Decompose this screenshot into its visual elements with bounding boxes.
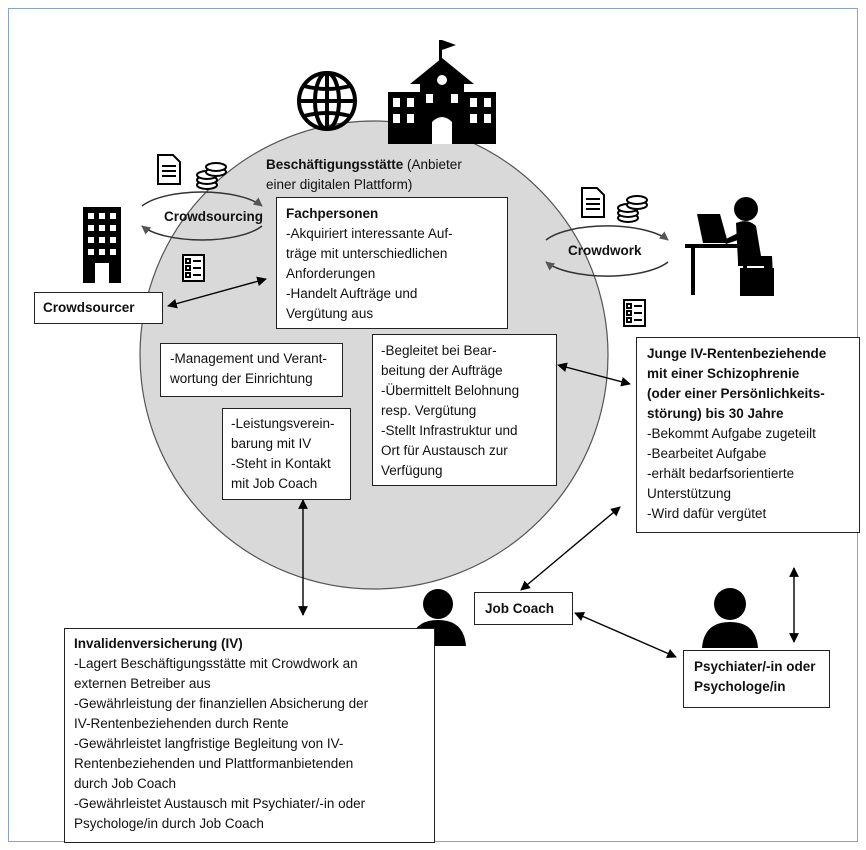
iv-box: Invalidenversicherung (IV) -Lagert Besch… bbox=[64, 628, 435, 843]
globe-icon bbox=[297, 71, 357, 131]
school-building-icon bbox=[388, 40, 496, 144]
leistung-line: -Leistungsverein- bbox=[231, 416, 335, 431]
iv-title: Invalidenversicherung (IV) bbox=[74, 636, 243, 651]
iv-line: IV-Rentenbeziehenden durch Rente bbox=[74, 716, 289, 731]
fachpersonen-line: Vergütung aus bbox=[286, 306, 374, 321]
arrow-jobcoach-psych bbox=[574, 612, 677, 658]
crowdwork-label: Crowdwork bbox=[568, 243, 642, 258]
crowdwork-cycle bbox=[545, 225, 669, 277]
begleitet-line: Verfügung bbox=[381, 463, 443, 478]
leistung-line: barung mit IV bbox=[231, 436, 312, 451]
junge-line: -erhält bedarfsorientierte bbox=[647, 466, 795, 481]
crowdsourcer-label: Crowdsourcer bbox=[43, 300, 135, 315]
iv-line: -Gewährleistet langfristige Begleitung v… bbox=[74, 736, 344, 751]
coins-icon bbox=[617, 195, 648, 223]
fachpersonen-line: -Akquiriert interessante Auf- bbox=[286, 226, 453, 241]
crowdsourcing-label: Crowdsourcing bbox=[164, 209, 264, 224]
leistung-line: -Steht in Kontakt bbox=[231, 456, 331, 471]
checklist-icon bbox=[623, 299, 646, 327]
junge-box: Junge IV-Rentenbeziehende mit einer Schi… bbox=[636, 337, 860, 533]
begleitet-line: -Stellt Infrastruktur und bbox=[381, 423, 518, 438]
crowdsourcer-box: Crowdsourcer bbox=[34, 292, 163, 324]
begleitet-line: beitung der Aufträge bbox=[381, 363, 503, 378]
begleitet-box: -Begleitet bei Bear- beitung der Aufträg… bbox=[372, 334, 557, 486]
workplace-title-rest: (Anbieter bbox=[403, 157, 462, 172]
begleitet-line: -Begleitet bei Bear- bbox=[381, 343, 497, 358]
arrow-crowdsourcer-fachpersonen bbox=[167, 276, 267, 309]
psych-box: Psychiater/-in oder Psychologe/in bbox=[683, 650, 830, 708]
jobcoach-box: Job Coach bbox=[474, 592, 573, 625]
management-line: wortung der Einrichtung bbox=[170, 371, 313, 386]
arrow-jobcoach-junge bbox=[520, 506, 621, 591]
junge-line: -Bekommt Aufgabe zugeteilt bbox=[647, 426, 816, 441]
fachpersonen-title: Fachpersonen bbox=[286, 206, 379, 221]
workplace-title: Beschäftigungsstätte (Anbieter bbox=[266, 155, 462, 175]
junge-line: -Bearbeitet Aufgabe bbox=[647, 446, 767, 461]
person-icon bbox=[702, 588, 758, 648]
coins-icon bbox=[196, 162, 227, 190]
junge-title-line: Junge IV-Rentenbeziehende bbox=[647, 346, 827, 361]
worker-at-laptop-icon bbox=[685, 197, 774, 296]
fachpersonen-box: Fachpersonen -Akquiriert interessante Au… bbox=[276, 197, 508, 329]
iv-line: -Gewährleistung der finanziellen Absiche… bbox=[74, 696, 369, 711]
leistung-box: -Leistungsverein- barung mit IV -Steht i… bbox=[222, 408, 351, 500]
arrow-begleitet-junge bbox=[557, 362, 631, 387]
office-building-icon bbox=[83, 207, 121, 283]
psych-line: Psychiater/-in oder bbox=[694, 659, 816, 674]
fachpersonen-line: träge mit unterschiedlichen bbox=[286, 246, 448, 261]
iv-line: Rentenbeziehenden und Plattformanbietend… bbox=[74, 756, 354, 771]
workplace-title-bold: Beschäftigungsstätte bbox=[266, 157, 404, 172]
iv-line: durch Job Coach bbox=[74, 776, 177, 791]
psych-line: Psychologe/in bbox=[694, 679, 786, 694]
iv-line: Psychologe/in durch Job Coach bbox=[74, 816, 264, 831]
junge-line: -Wird dafür vergütet bbox=[647, 506, 767, 521]
begleitet-line: resp. Vergütung bbox=[381, 403, 477, 418]
junge-line: Unterstützung bbox=[647, 486, 732, 501]
crowdsourcing-cycle bbox=[141, 191, 263, 241]
junge-title-line: störung) bis 30 Jahre bbox=[647, 406, 784, 421]
document-icon bbox=[157, 154, 181, 185]
management-line: -Management und Verant- bbox=[170, 351, 327, 366]
begleitet-line: Ort für Austausch zur bbox=[381, 443, 508, 458]
fachpersonen-line: Anforderungen bbox=[286, 266, 376, 281]
junge-title-line: (oder einer Persönlichkeits- bbox=[647, 386, 825, 401]
iv-line: -Gewährleistet Austausch mit Psychiater/… bbox=[74, 796, 366, 811]
junge-title-line: mit einer Schizophrenie bbox=[647, 366, 800, 381]
management-box: -Management und Verant- wortung der Einr… bbox=[160, 343, 343, 397]
begleitet-line: -Übermittelt Belohnung bbox=[381, 383, 520, 398]
iv-line: externen Betreiber aus bbox=[74, 676, 211, 691]
workplace-subtitle: einer digitalen Plattform) bbox=[266, 177, 413, 192]
leistung-line: mit Job Coach bbox=[231, 476, 318, 491]
iv-line: -Lagert Beschäftigungsstätte mit Crowdwo… bbox=[74, 656, 358, 671]
checklist-icon bbox=[182, 254, 205, 282]
fachpersonen-line: -Handelt Aufträge und bbox=[286, 286, 418, 301]
document-icon bbox=[581, 187, 605, 218]
jobcoach-label: Job Coach bbox=[485, 601, 555, 616]
